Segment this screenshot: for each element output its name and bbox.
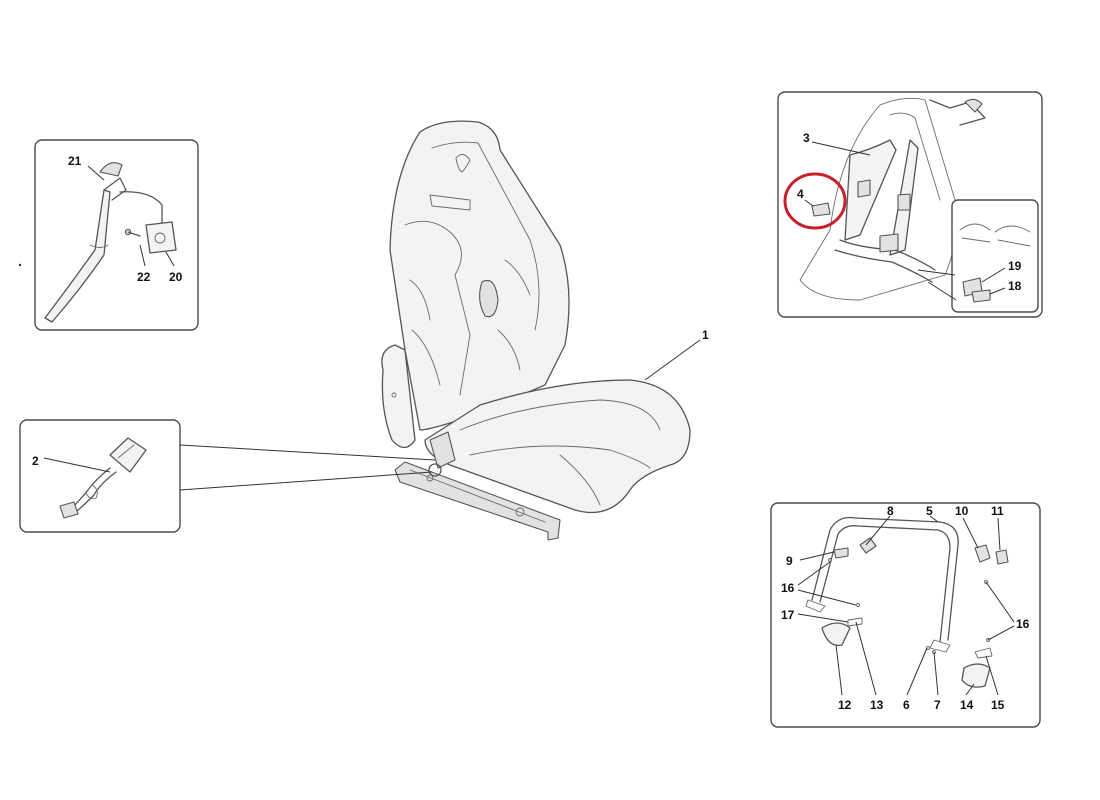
callout-8: 8	[887, 504, 894, 518]
callout-5: 5	[926, 504, 933, 518]
callout-22: 22	[137, 270, 151, 284]
callout-16-right: 16	[1016, 617, 1030, 631]
callout-1: 1	[702, 328, 709, 342]
seat-buckle-stub	[429, 431, 456, 469]
panel-buckle	[19, 419, 181, 533]
callout-15: 15	[991, 698, 1005, 712]
stray-dot	[18, 263, 22, 267]
callout-2: 2	[32, 454, 39, 468]
callout-11: 11	[991, 504, 1004, 518]
callout-9: 9	[786, 554, 793, 568]
callout-13: 13	[870, 698, 884, 712]
highlight-circle	[783, 172, 847, 230]
panel-harness	[777, 91, 1043, 318]
callout-4: 4	[797, 187, 804, 201]
seat-backrest	[389, 120, 570, 431]
callout-3: 3	[803, 131, 810, 145]
seat-illustration	[381, 120, 691, 541]
retractor-body	[145, 221, 177, 254]
callout-18: 18	[1008, 279, 1022, 293]
callout-6: 6	[903, 698, 910, 712]
panel-rollbar	[770, 502, 1041, 728]
callout-16-left: 16	[781, 581, 795, 595]
callout-10: 10	[955, 504, 969, 518]
callout-12: 12	[838, 698, 852, 712]
callout-21: 21	[68, 154, 82, 168]
callout-20: 20	[169, 270, 183, 284]
buckle-body	[109, 437, 147, 473]
callout-7: 7	[934, 698, 941, 712]
harness-clip	[811, 202, 831, 217]
panel-seatbelt-retractor	[34, 139, 199, 331]
callout-19: 19	[1008, 259, 1022, 273]
callout-17: 17	[781, 608, 795, 622]
callout-14: 14	[960, 698, 974, 712]
recliner-cover	[381, 344, 416, 449]
